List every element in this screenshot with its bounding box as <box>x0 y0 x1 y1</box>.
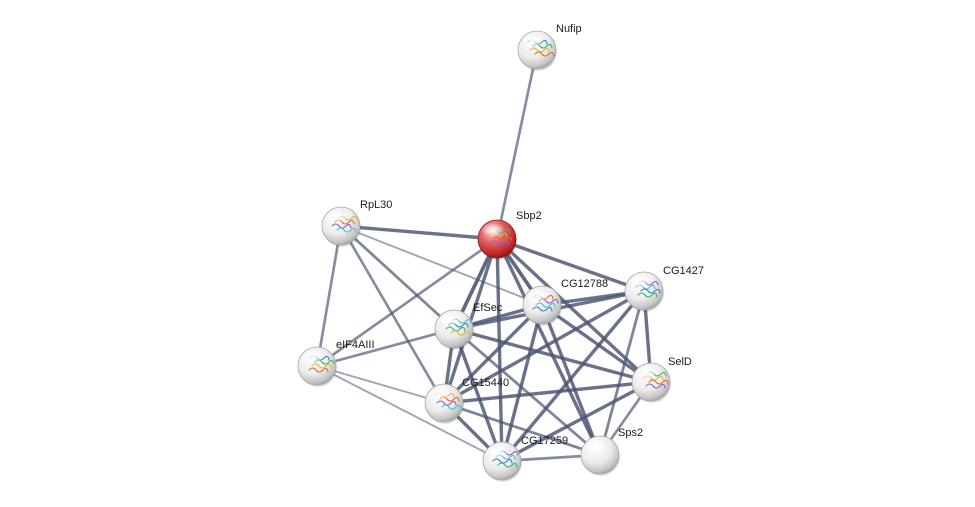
node-sbp2[interactable]: Sbp2 <box>477 210 542 260</box>
edge-cg15440-sps2[interactable] <box>442 401 602 457</box>
node-highlight <box>481 223 505 237</box>
edge-rpl30-cg12788[interactable] <box>340 225 543 306</box>
edge-cg1427-cg15440[interactable] <box>442 289 646 405</box>
node-highlight <box>521 34 545 48</box>
node-label-eif4aiii: eIF4AIII <box>336 339 375 351</box>
node-efsec[interactable]: EfSec <box>434 302 503 350</box>
node-cg17259[interactable]: CG17259 <box>482 435 568 482</box>
node-cg1427[interactable]: CG1427 <box>624 265 704 312</box>
node-label-rpl30: RpL30 <box>360 199 392 211</box>
edge-rpl30-efsec[interactable] <box>339 224 456 331</box>
node-label-seld: SelD <box>668 356 692 368</box>
edge-eif4aiii-cg15440[interactable] <box>316 365 445 404</box>
node-nufip[interactable]: Nufip <box>517 23 582 71</box>
node-cg12788[interactable]: CG12788 <box>522 278 608 326</box>
edge-efsec-sps2[interactable] <box>452 327 602 457</box>
node-highlight <box>325 210 349 224</box>
node-rpl30[interactable]: RpL30 <box>321 199 392 247</box>
edge-seld-cg17259[interactable] <box>500 380 653 463</box>
edge-cg12788-cg17259[interactable] <box>500 303 544 463</box>
edge-sbp2-cg17259[interactable] <box>495 237 504 463</box>
edge-nufip-sbp2[interactable] <box>495 48 539 241</box>
edge-cg1427-sps2[interactable] <box>598 289 646 457</box>
node-seld[interactable]: SelD <box>631 356 692 403</box>
edge-cg12788-cg15440[interactable] <box>442 303 544 405</box>
edge-rpl30-cg15440[interactable] <box>339 224 446 405</box>
edge-efsec-seld[interactable] <box>452 327 653 384</box>
edge-cg1427-cg17259[interactable] <box>500 289 646 463</box>
edge-cg12788-seld[interactable] <box>540 303 653 384</box>
node-eif4aiii[interactable]: eIF4AIII <box>297 339 375 387</box>
node-label-cg15440: CG15440 <box>462 377 509 389</box>
edge-sbp2-cg1427[interactable] <box>495 237 646 293</box>
edge-efsec-cg17259[interactable] <box>452 327 504 463</box>
node-cg15440[interactable]: CG15440 <box>424 377 509 424</box>
node-highlight <box>438 313 462 327</box>
node-label-sps2: Sps2 <box>618 427 643 439</box>
edge-eif4aiii-efsec[interactable] <box>315 327 456 368</box>
edges-layer <box>315 48 653 463</box>
node-highlight <box>635 366 659 380</box>
edge-sbp2-eif4aiii[interactable] <box>315 237 499 368</box>
node-highlight <box>584 439 608 453</box>
node-highlight <box>526 289 550 303</box>
node-label-efsec: EfSec <box>473 302 503 314</box>
node-highlight <box>628 275 652 289</box>
node-label-cg1427: CG1427 <box>663 265 704 277</box>
node-highlight <box>428 387 452 401</box>
node-label-nufip: Nufip <box>556 23 582 35</box>
node-label-cg12788: CG12788 <box>561 278 608 290</box>
node-highlight <box>301 350 325 364</box>
node-label-cg17259: CG17259 <box>521 435 568 447</box>
edge-rpl30-eif4aiii[interactable] <box>315 224 343 368</box>
node-sps2[interactable]: Sps2 <box>580 427 643 476</box>
edge-seld-cg15440[interactable] <box>442 380 653 405</box>
node-label-sbp2: Sbp2 <box>516 210 542 222</box>
edge-eif4aiii-cg17259[interactable] <box>316 365 503 462</box>
node-highlight <box>486 445 510 459</box>
edge-sbp2-rpl30[interactable] <box>339 224 499 241</box>
